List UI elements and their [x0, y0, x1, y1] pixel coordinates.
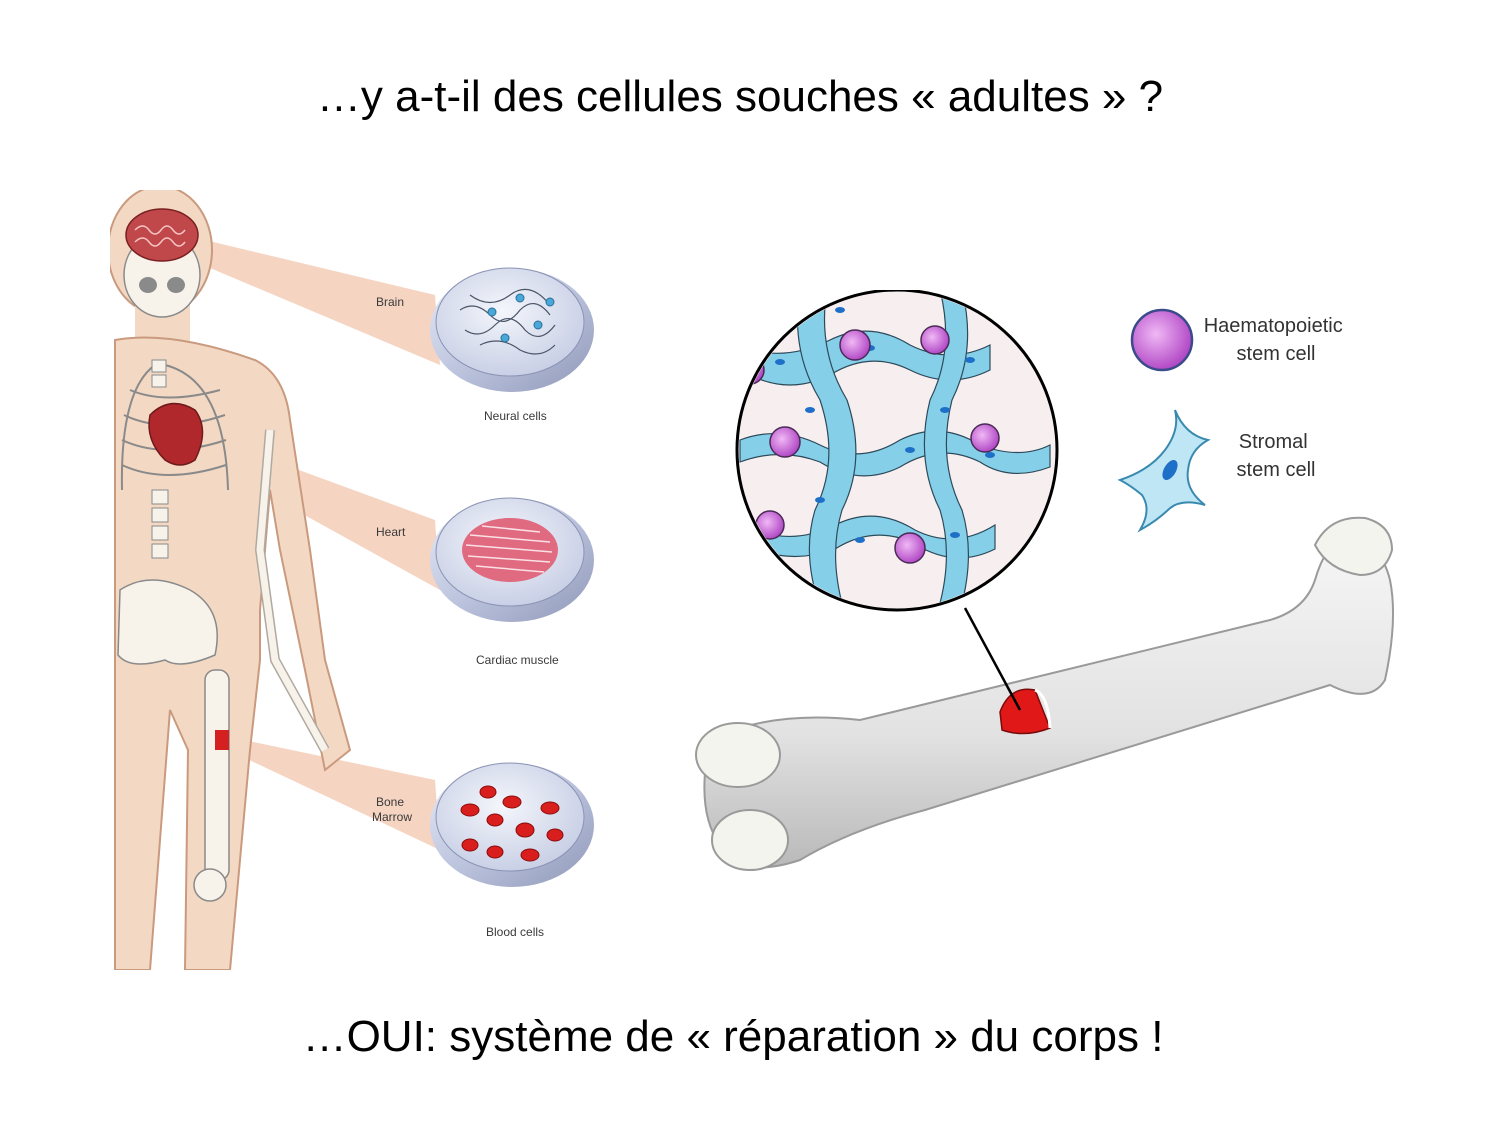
bone-marrow-diagram: Haematopoietic stem cell Stromal stem ce… [695, 290, 1395, 871]
petri-dish-neural [430, 267, 594, 392]
organ-label-bone-marrow: Bone Marrow [372, 795, 412, 824]
slide-footer: …OUI: système de « réparation » du corps… [302, 1012, 1164, 1061]
heart-organ [148, 402, 204, 466]
dish-caption-blood: Blood cells [486, 925, 544, 939]
stromal-cell-icon [1117, 409, 1211, 533]
dish-caption-cardiac: Cardiac muscle [476, 653, 559, 667]
marrow-connector [220, 735, 440, 850]
femur-bone [695, 516, 1395, 871]
brain-organ [125, 208, 199, 262]
magnifier-pointer [963, 607, 1022, 711]
dish-caption-neural: Neural cells [484, 409, 547, 423]
organ-label-brain: Brain [376, 295, 404, 309]
legend-haematopoietic-label: Haematopoietic stem cell [1204, 315, 1349, 365]
brain-connector [205, 240, 440, 365]
legend-stromal-label: Stromal stem cell [1237, 431, 1316, 481]
body-stem-cell-diagram: Brain Heart Bone Marrow Neural cells [110, 190, 594, 970]
haematopoietic-cell-icon [1130, 308, 1194, 372]
human-body [110, 190, 352, 970]
petri-dish-cardiac [430, 497, 594, 622]
organ-label-heart: Heart [376, 525, 406, 539]
bone-marrow-marker [215, 730, 229, 750]
marrow-magnification [735, 290, 1059, 612]
petri-dish-blood [430, 762, 594, 887]
slide-title: …y a-t-il des cellules souches « adultes… [316, 72, 1164, 121]
